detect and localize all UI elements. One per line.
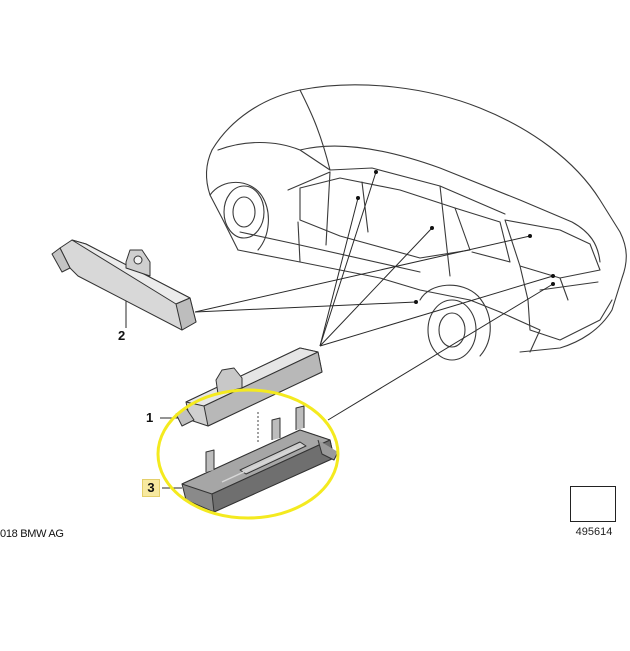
leader-dots <box>356 170 555 304</box>
part-1-antenna <box>175 347 323 427</box>
callout-3: 3 <box>142 479 160 497</box>
reference-number: 495614 <box>575 526 613 538</box>
copyright-text: 018 BMW AG <box>0 528 64 540</box>
part-3-bracket <box>181 405 339 513</box>
reference-box <box>570 486 616 522</box>
highlight-ellipse <box>156 388 340 520</box>
callout-2: 2 <box>118 328 126 343</box>
part-2-antenna <box>51 239 197 331</box>
car-outline <box>205 84 627 361</box>
callout-1: 1 <box>146 410 154 425</box>
leader-lines <box>125 171 554 489</box>
